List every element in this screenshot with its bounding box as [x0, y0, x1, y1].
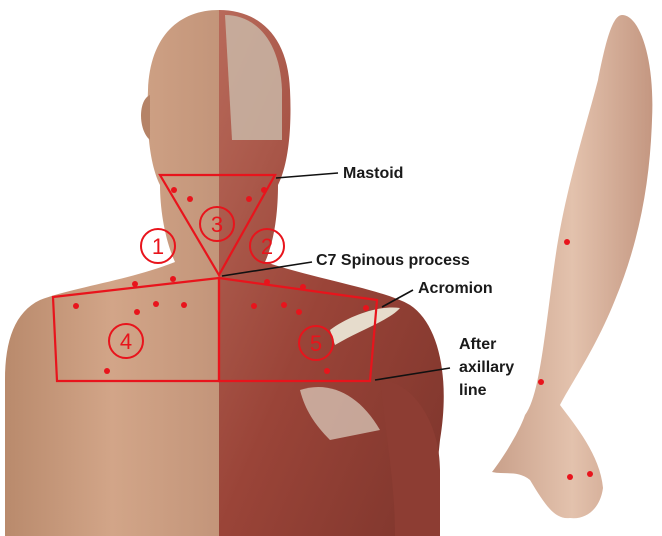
- tender-point-dot: [170, 276, 176, 282]
- tender-point-dot: [132, 281, 138, 287]
- tender-point-dot: [171, 187, 177, 193]
- region-1-number: 1: [152, 234, 164, 259]
- tender-point-dot: [363, 305, 369, 311]
- mastoid-label: Mastoid: [343, 165, 403, 182]
- tender-point-dot: [261, 187, 267, 193]
- tender-point-dot: [104, 368, 110, 374]
- tender-point-dot: [73, 303, 79, 309]
- skull-muscle-cap: [225, 15, 282, 140]
- tender-point-dot: [134, 309, 140, 315]
- tender-point-dot: [296, 309, 302, 315]
- region-2-number: 2: [261, 234, 273, 259]
- region-5-number: 5: [310, 331, 322, 356]
- tender-point-dot: [567, 474, 573, 480]
- acromion-label: Acromion: [418, 280, 493, 297]
- tender-point-dot: [324, 368, 330, 374]
- tender-point-dot: [587, 471, 593, 477]
- torso-skin-half: [5, 10, 219, 536]
- c7-label: C7 Spinous process: [316, 252, 470, 269]
- after-axillary-label-line3: line: [459, 382, 487, 399]
- tender-point-dot: [246, 196, 252, 202]
- tender-point-dot: [187, 196, 193, 202]
- mastoid-leader: [276, 173, 338, 178]
- back-torso-illustration: [5, 10, 444, 536]
- tender-point-dot: [264, 279, 270, 285]
- tender-point-dot: [564, 239, 570, 245]
- region-4-number: 4: [120, 329, 132, 354]
- ear-left: [141, 95, 150, 140]
- tender-point-dot: [281, 302, 287, 308]
- after-axillary-label-line1: After: [459, 336, 496, 353]
- tender-point-dot: [251, 303, 257, 309]
- tender-point-dot: [300, 284, 306, 290]
- region-3-number: 3: [211, 212, 223, 237]
- arm-shape: [492, 15, 652, 518]
- tender-point-dot: [153, 301, 159, 307]
- tender-point-dot: [538, 379, 544, 385]
- tender-point-dot: [181, 302, 187, 308]
- after-axillary-label-line2: axillary: [459, 359, 514, 376]
- arm-illustration: [492, 15, 652, 518]
